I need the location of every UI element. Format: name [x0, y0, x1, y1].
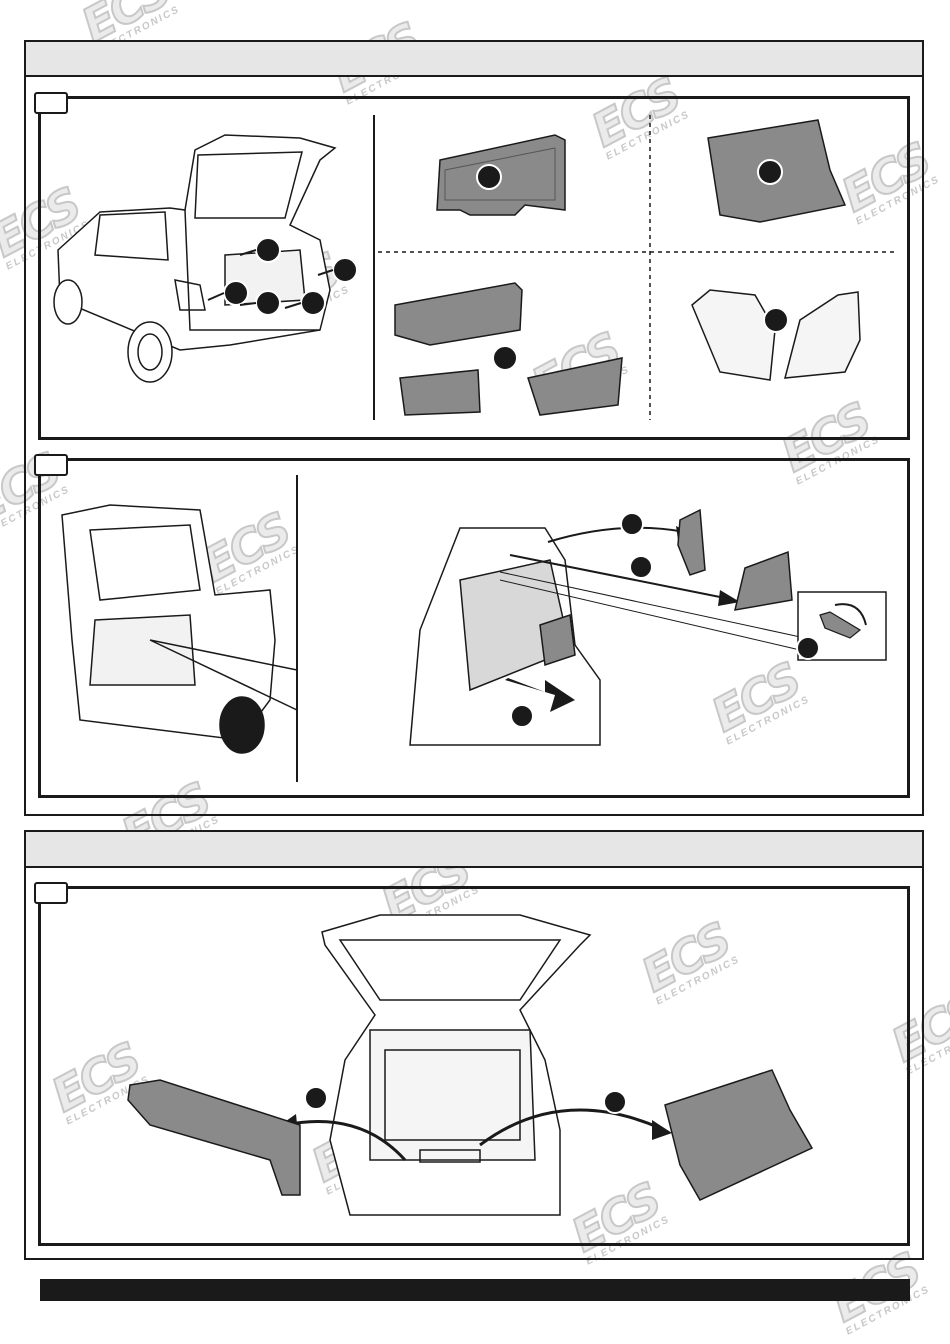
- curved-arrow-icon: [834, 603, 867, 626]
- section-disassembly: [24, 40, 924, 816]
- rear-shelf-part: [436, 134, 566, 216]
- step-tab-2: [34, 454, 68, 476]
- straight-arrow-icon: [509, 554, 726, 599]
- pointer-arrows: [207, 249, 334, 309]
- panel-2: [38, 458, 910, 798]
- step-tab-1: [34, 92, 68, 114]
- pull-arrow-icon: [505, 678, 575, 712]
- footer-bar: [40, 1279, 910, 1301]
- trim-panel-part: [734, 550, 793, 611]
- curved-arrow-icon: [284, 1120, 407, 1162]
- hatchback-car-illustration: [321, 914, 592, 1216]
- section-header: [26, 832, 922, 868]
- number-marker: [304, 1086, 328, 1110]
- number-marker: [796, 636, 820, 660]
- number-marker: [510, 704, 534, 728]
- number-marker: [629, 555, 653, 579]
- hook-part: [819, 611, 862, 639]
- trim-panel-part: [394, 282, 623, 416]
- trim-panel-part: [677, 508, 706, 576]
- panel-3: [38, 886, 910, 1246]
- rear-shelf-part: [127, 1079, 301, 1196]
- section-header: [26, 42, 922, 77]
- floor-mat-part: [664, 1069, 814, 1201]
- panel-1: [38, 96, 910, 440]
- number-marker: [603, 1090, 627, 1114]
- curved-arrow-icon: [479, 1108, 661, 1147]
- section-reassembly: [24, 830, 924, 1260]
- floor-mat-part: [707, 119, 847, 223]
- step-tab-3: [34, 882, 68, 904]
- tail-light-part: [691, 289, 861, 381]
- hatchback-car-illustration: [61, 504, 276, 754]
- curved-arrow-icon: [547, 526, 686, 543]
- number-marker: [620, 512, 644, 536]
